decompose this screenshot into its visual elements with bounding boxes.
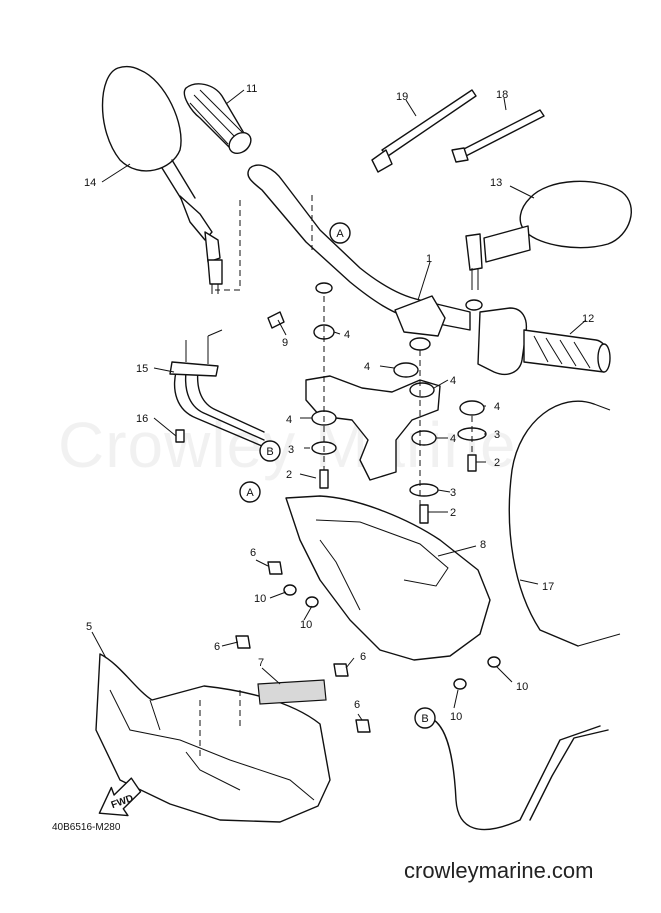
callout-8: 8 (480, 539, 486, 551)
connector-a-upper: A (329, 222, 351, 244)
callout-5: 5 (86, 621, 92, 633)
site-url[interactable]: crowleymarine.com (404, 858, 594, 883)
callout-18: 18 (496, 89, 508, 101)
right-grip (477, 307, 611, 376)
callout-4: 4 (344, 329, 350, 341)
connector-a-lower: A (239, 481, 261, 503)
callout-16: 16 (136, 413, 148, 425)
callout-4: 4 (364, 361, 370, 373)
left-grip (183, 83, 252, 155)
callout-11: 11 (246, 83, 257, 95)
callout-4: 4 (450, 375, 456, 387)
dampers (311, 282, 487, 520)
callout-14: 14 (84, 177, 96, 189)
svg-text:A: A (246, 487, 254, 499)
svg-text:A: A (336, 228, 344, 240)
callout-10: 10 (254, 593, 266, 605)
callout-2: 2 (450, 507, 456, 519)
callout-3: 3 (494, 429, 500, 441)
callout-15: 15 (136, 363, 148, 375)
callout-3: 3 (288, 444, 294, 456)
svg-text:B: B (421, 713, 428, 725)
decal (257, 679, 327, 705)
callout-10: 10 (300, 619, 312, 631)
callout-13: 13 (490, 177, 502, 189)
meter-cover (285, 495, 491, 661)
svg-text:B: B (266, 446, 273, 458)
callout-10: 10 (450, 711, 462, 723)
switch-cables (169, 329, 265, 447)
callout-19: 19 (396, 91, 408, 103)
callout-4: 4 (450, 433, 456, 445)
watermark: Crowley Marine (58, 409, 517, 481)
callout-17: 17 (542, 581, 554, 593)
cable-ties (371, 89, 545, 173)
callout-3: 3 (450, 487, 456, 499)
leader-lines (91, 89, 587, 721)
callout-6: 6 (214, 641, 220, 653)
left-mirror (101, 65, 223, 294)
clips (235, 561, 371, 733)
callout-6: 6 (354, 699, 360, 711)
callout-6: 6 (360, 651, 366, 663)
throttle-cable (508, 400, 621, 647)
callout-9: 9 (282, 337, 288, 349)
mount-bracket (305, 375, 441, 481)
callout-4: 4 (286, 414, 292, 426)
callout-6: 6 (250, 547, 256, 559)
callout-2: 2 (286, 469, 292, 481)
callout-12: 12 (582, 313, 594, 325)
callout-4: 4 (494, 401, 500, 413)
handlebar (215, 164, 471, 337)
callout-10: 10 (516, 681, 528, 693)
callout-labels: 1 2 2 2 3 3 3 4 4 4 4 4 4 5 6 6 6 6 7 8 … (84, 83, 594, 723)
callout-2: 2 (494, 457, 500, 469)
bolts (175, 311, 501, 690)
front-cover (95, 653, 331, 823)
callout-7: 7 (258, 657, 264, 669)
callout-1: 1 (426, 253, 432, 265)
drawing-code: 40B6516-M280 (52, 822, 121, 833)
connector-b-lower: B (414, 707, 436, 729)
lower-cables (433, 719, 609, 831)
connector-b-upper: B (259, 440, 281, 462)
right-mirror (465, 180, 632, 290)
